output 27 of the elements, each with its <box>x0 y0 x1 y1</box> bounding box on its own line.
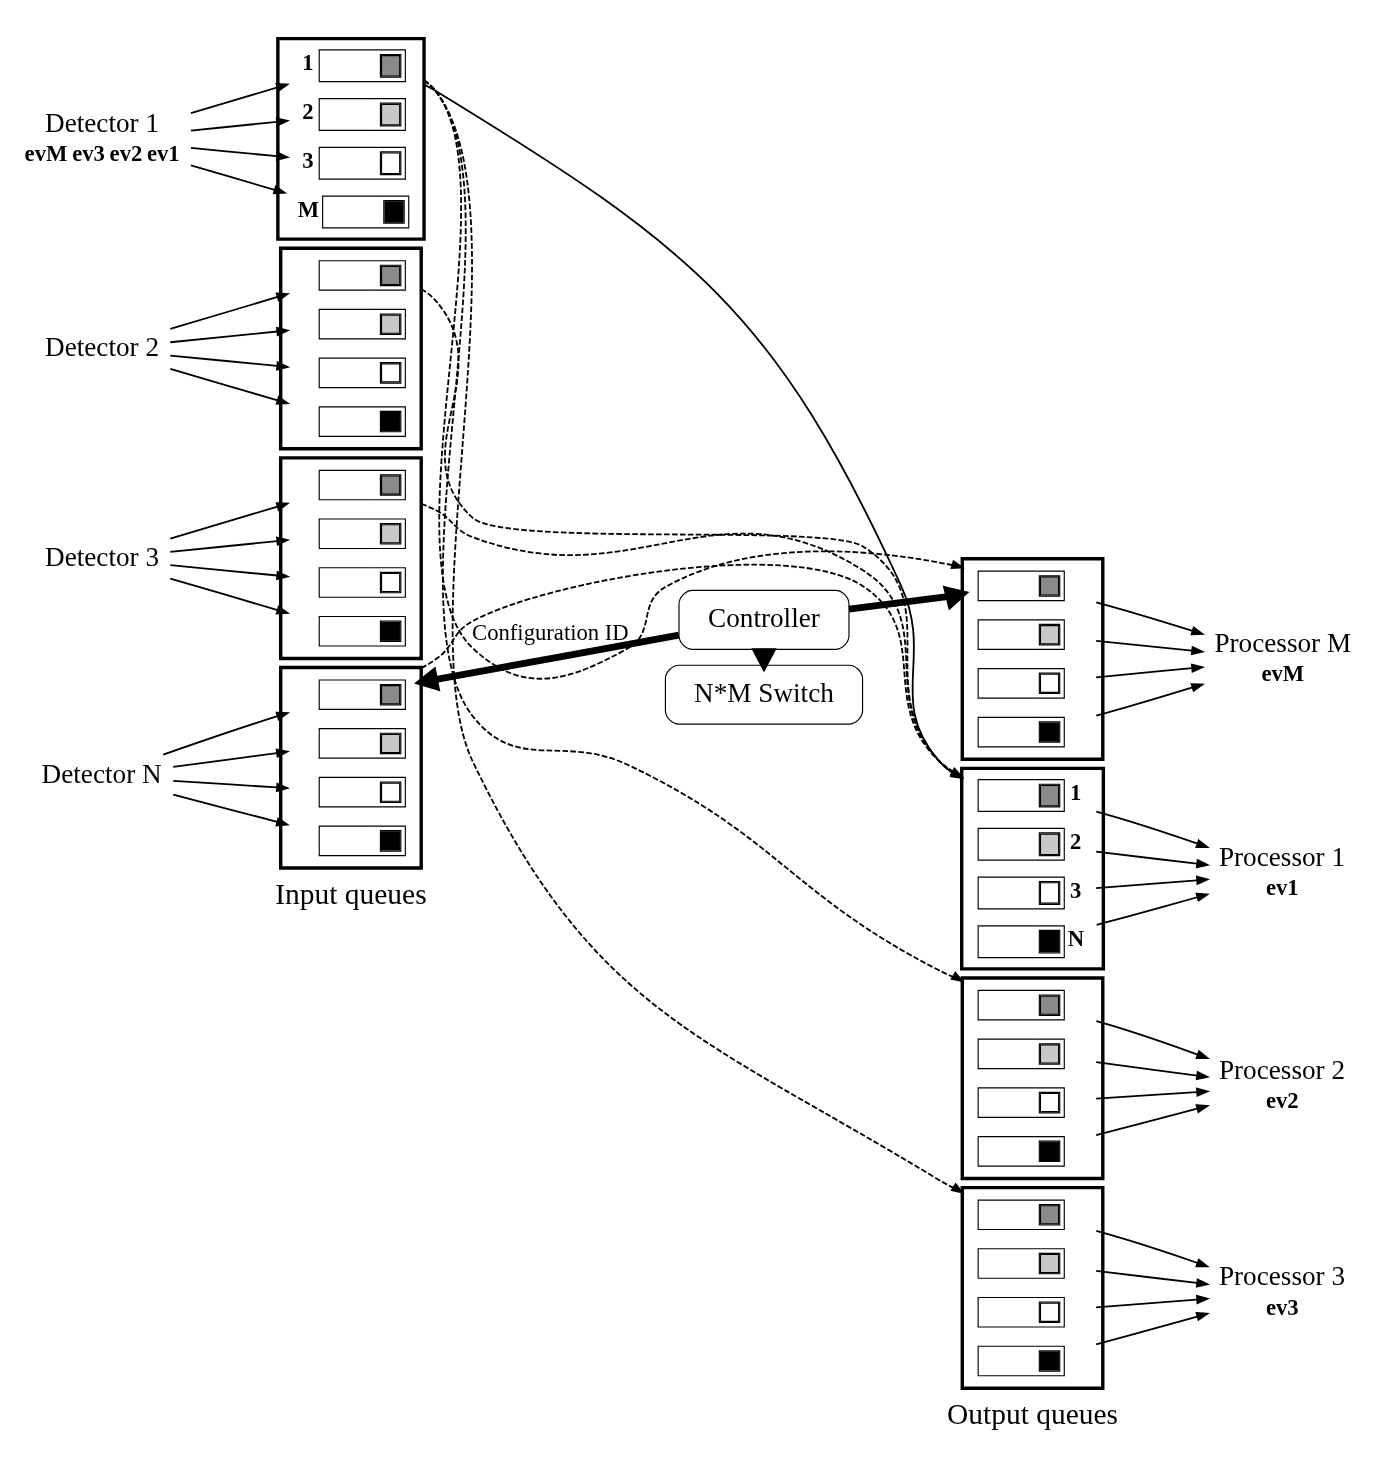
node-text: Detector 2 <box>45 332 159 363</box>
node-label: 2 <box>302 99 314 125</box>
node-label: ev2 <box>109 140 143 166</box>
node-label: 3 <box>1069 877 1082 903</box>
node-label: 3 <box>302 147 314 173</box>
node-label: ev3 <box>1265 1294 1299 1320</box>
node-label: evM <box>1261 661 1305 687</box>
node-text: Processor M <box>1214 627 1352 658</box>
label: Output queues <box>947 1397 1119 1430</box>
node-label: 1 <box>1069 780 1082 806</box>
node-text: Processor 1 <box>1218 842 1346 873</box>
node-label: ev1 <box>1265 875 1299 901</box>
node-text: Detector N <box>41 759 162 790</box>
node-label: evM <box>24 140 68 166</box>
node-text: Detector 3 <box>45 541 159 572</box>
node-label: ev3 <box>72 140 105 166</box>
node-text: Processor 3 <box>1218 1261 1346 1292</box>
node-label: 1 <box>302 50 314 76</box>
label: Input queues <box>275 877 427 910</box>
node-label: 2 <box>1069 828 1082 854</box>
node-label: N <box>1067 926 1085 952</box>
edge-label: Configuration ID <box>472 620 629 646</box>
node-text: Processor 2 <box>1218 1055 1346 1086</box>
node-text: Detector 1 <box>45 107 159 138</box>
node-label: M <box>297 196 320 222</box>
node-label: ev2 <box>1265 1088 1299 1114</box>
node-label: ev1 <box>146 140 180 166</box>
